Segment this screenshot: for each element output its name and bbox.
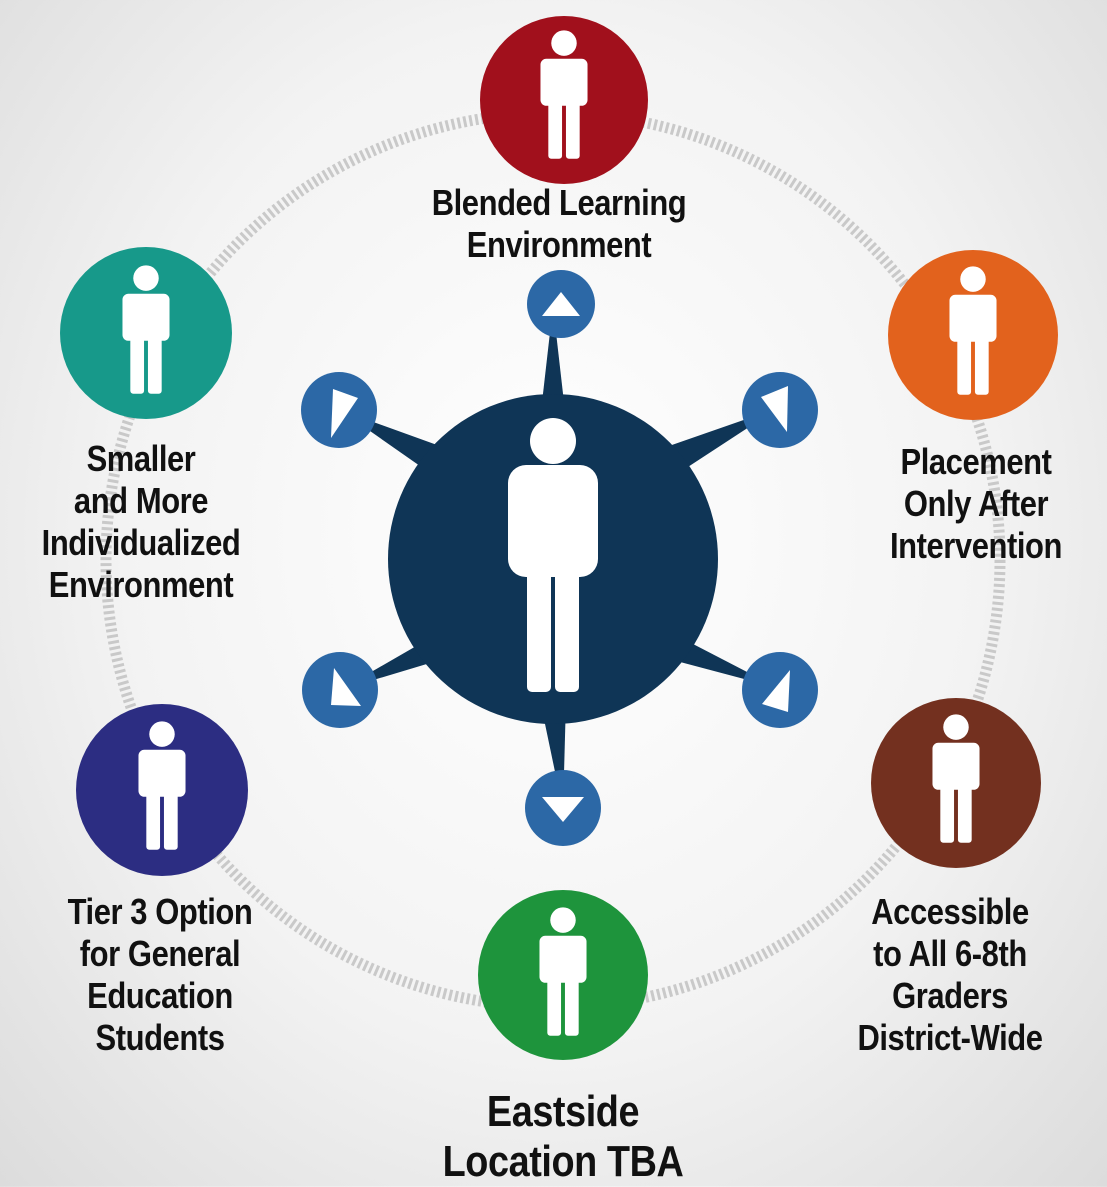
label-eastside-location: Eastside Location TBA	[442, 1087, 684, 1186]
label-smaller-environment: Smaller and More Individualized Environm…	[41, 438, 241, 605]
node-blended-learning	[480, 16, 648, 184]
label-accessible-6-8th: Accessible to All 6-8th Graders District…	[857, 891, 1043, 1058]
arrow-badge-upper-right	[742, 372, 818, 448]
node-eastside-location	[478, 890, 648, 1060]
label-tier-3-option: Tier 3 Option for General Education Stud…	[67, 891, 253, 1058]
node-placement-after-intervention	[888, 250, 1058, 420]
arrow-badge-down	[525, 770, 601, 846]
arrow-badge-upper-left	[301, 372, 377, 448]
node-smaller-environment	[60, 247, 232, 419]
node-accessible-6-8th	[871, 698, 1041, 868]
label-placement-after-intervention: Placement Only After Intervention	[889, 441, 1062, 566]
label-blended-learning: Blended Learning Environment	[431, 182, 687, 265]
arrow-badge-up	[527, 270, 595, 338]
node-tier-3-option	[76, 704, 248, 876]
hub-person-icon	[508, 418, 598, 692]
arrow-badge-lower-right	[742, 652, 818, 728]
arrow-badge-lower-left	[302, 652, 378, 728]
